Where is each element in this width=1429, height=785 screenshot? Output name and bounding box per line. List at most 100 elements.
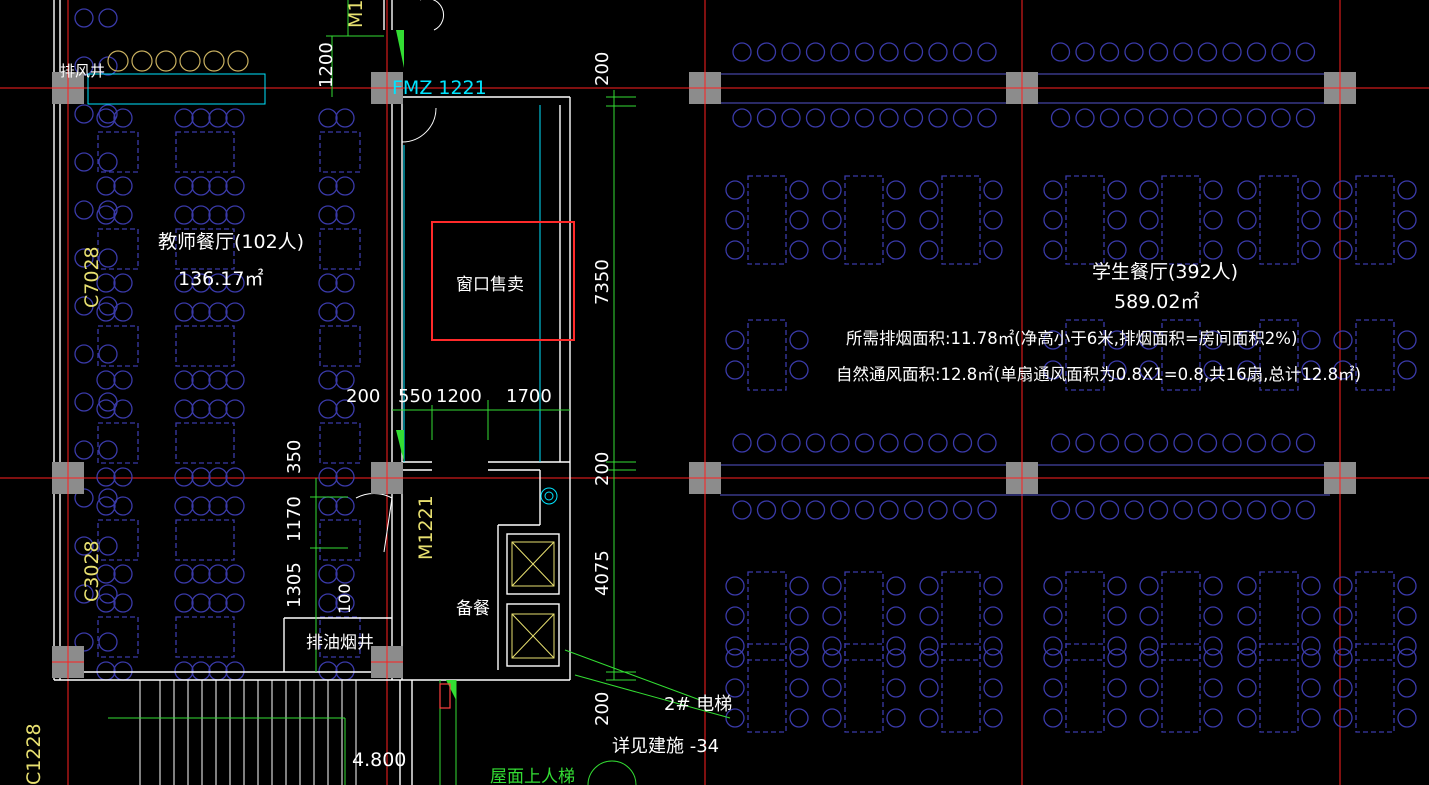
chair — [725, 576, 745, 596]
prep-label: 备餐 — [456, 599, 490, 619]
chair — [208, 302, 228, 322]
chair — [928, 42, 948, 62]
chair — [174, 496, 194, 516]
chair — [1333, 240, 1353, 260]
chair — [1295, 500, 1316, 520]
chair — [225, 205, 245, 225]
chair — [98, 440, 118, 460]
chair — [225, 176, 245, 196]
chair — [1237, 606, 1257, 626]
chair — [789, 360, 809, 380]
chair — [1107, 360, 1127, 380]
chair — [1333, 330, 1353, 350]
chair — [903, 433, 924, 453]
chair — [789, 678, 809, 698]
walls — [53, 0, 571, 785]
chair — [822, 648, 842, 668]
chair — [208, 564, 228, 584]
chair — [1295, 108, 1316, 128]
chair — [983, 708, 1003, 728]
dim-100: 100 — [335, 583, 354, 614]
chair — [1203, 180, 1223, 200]
chair — [113, 467, 133, 487]
chair — [1050, 500, 1071, 520]
chair — [732, 108, 752, 128]
chair — [1301, 330, 1321, 350]
chair — [725, 636, 745, 656]
chair — [805, 42, 826, 62]
chair — [318, 370, 338, 390]
table — [175, 131, 235, 173]
chair — [1043, 360, 1063, 380]
dim-200-a: 200 — [592, 52, 613, 86]
chair — [96, 273, 116, 293]
chair — [1333, 708, 1353, 728]
table — [97, 325, 139, 367]
chair — [74, 344, 94, 364]
exhaust-circle — [107, 50, 129, 72]
chair — [98, 392, 118, 412]
door-m1221: M1221 — [415, 495, 437, 560]
chair — [1043, 240, 1063, 260]
chair — [174, 564, 194, 584]
chair — [174, 661, 194, 681]
chair — [781, 500, 801, 520]
chair — [1043, 576, 1063, 596]
table — [97, 131, 139, 173]
chair — [1107, 210, 1127, 230]
table — [175, 519, 235, 561]
chair — [879, 42, 899, 62]
chair — [1050, 108, 1071, 128]
chair — [1397, 210, 1417, 230]
chair — [208, 370, 228, 390]
chair — [919, 576, 939, 596]
chair — [1173, 108, 1193, 128]
chair — [74, 440, 94, 460]
table — [1161, 643, 1201, 733]
chair — [318, 205, 338, 225]
chair — [886, 708, 906, 728]
chair — [886, 636, 906, 656]
chair — [1099, 500, 1120, 520]
chair — [886, 180, 906, 200]
chair — [191, 302, 211, 322]
chair — [318, 176, 338, 196]
chair — [225, 593, 245, 613]
chair — [174, 370, 194, 390]
chair — [1203, 330, 1223, 350]
chair — [822, 678, 842, 698]
chair — [1301, 576, 1321, 596]
chair — [854, 108, 875, 128]
chair — [928, 433, 948, 453]
chair — [335, 467, 355, 487]
chair — [1237, 636, 1257, 656]
chair — [191, 176, 211, 196]
chair — [318, 564, 338, 584]
chair — [208, 467, 228, 487]
chair — [1124, 42, 1144, 62]
chair — [74, 584, 94, 604]
table — [319, 131, 361, 173]
chair — [830, 42, 850, 62]
chair — [1237, 210, 1257, 230]
chair — [318, 108, 338, 128]
chair — [1246, 108, 1267, 128]
chair — [805, 500, 826, 520]
chair — [919, 648, 939, 668]
chair — [96, 399, 116, 419]
chair — [1148, 42, 1169, 62]
table — [1065, 319, 1105, 391]
chair — [854, 500, 875, 520]
chair — [98, 248, 118, 268]
chair — [952, 42, 973, 62]
chair — [1043, 636, 1063, 656]
exhaust-circle — [155, 50, 177, 72]
table — [747, 643, 787, 733]
chair — [98, 344, 118, 364]
chair — [335, 496, 355, 516]
window-sale-label: 窗口售卖 — [456, 275, 524, 295]
chair — [1107, 606, 1127, 626]
chair — [1099, 433, 1120, 453]
chair — [1139, 180, 1159, 200]
chair — [318, 661, 338, 681]
